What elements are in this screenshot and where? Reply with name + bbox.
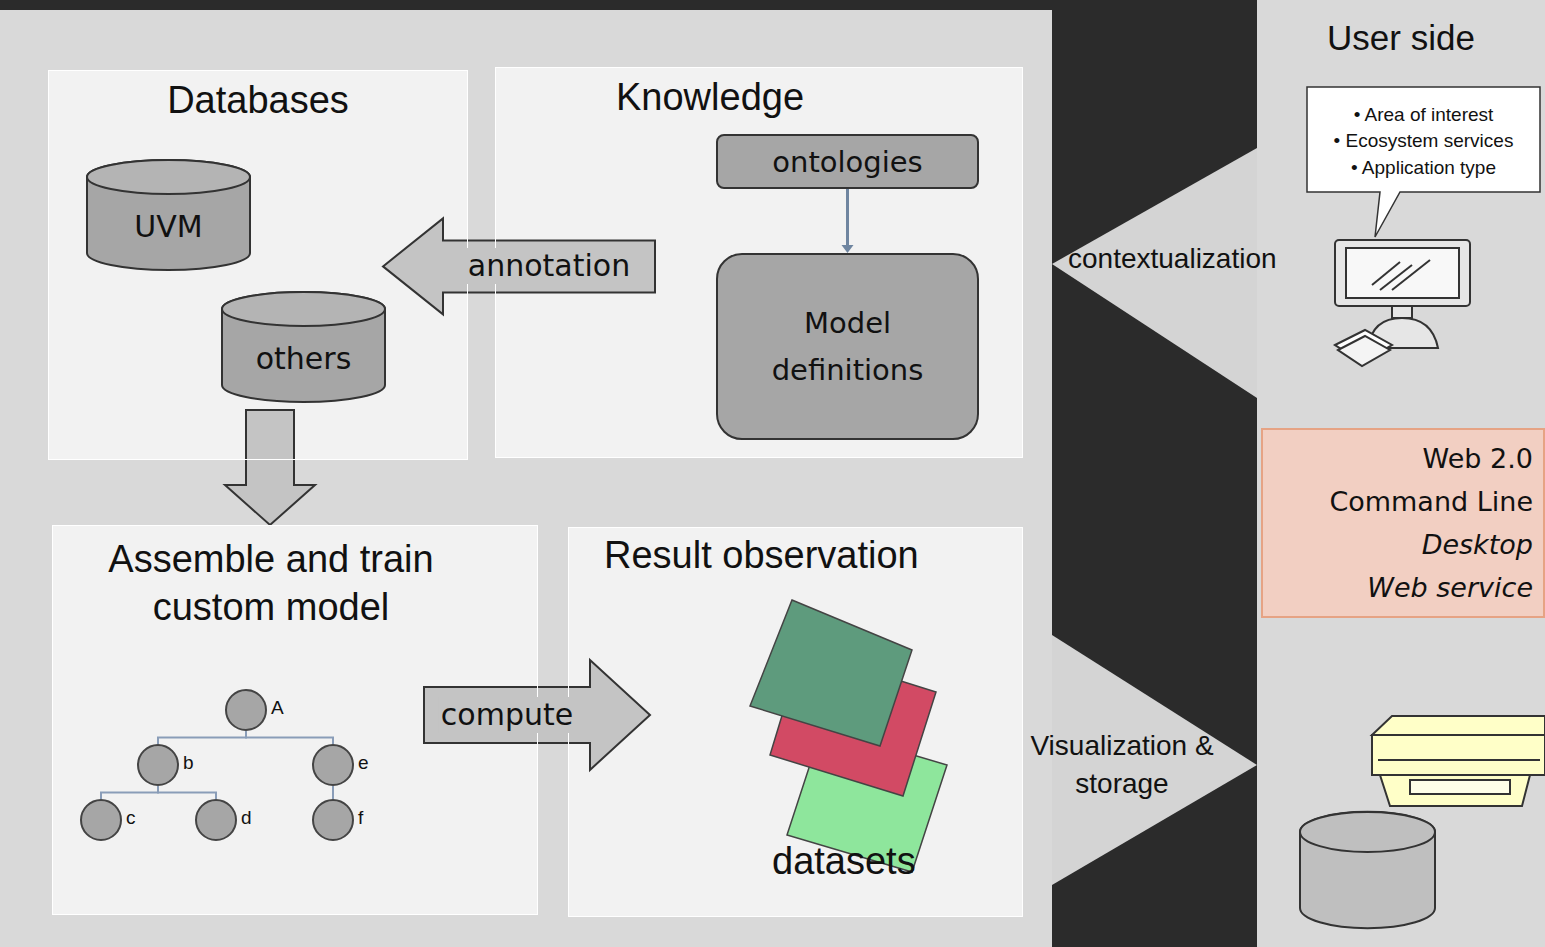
arrow-label: compute [439, 697, 575, 733]
block-arrow [225, 410, 315, 525]
cylinder-body [87, 160, 250, 270]
speech-bubble-text: • Area of interest• Ecosystem services• … [1307, 87, 1540, 192]
box-text: • Application type [1351, 155, 1496, 181]
node-letter: b [183, 752, 221, 774]
box-text: Web 2.0 [1423, 437, 1533, 480]
box-text: Command Line [1329, 480, 1533, 523]
panel-heading: Result observation [604, 534, 919, 577]
process-box: ontologies [716, 134, 979, 189]
arrow-shape [383, 218, 655, 314]
user-panel [1257, 0, 1545, 947]
tree-line [332, 786, 334, 799]
arrow-line [846, 189, 849, 247]
arrow-shape [225, 410, 315, 525]
main-panel [0, 10, 1052, 947]
database-cylinder: others [221, 291, 386, 403]
node-letter: A [271, 697, 309, 719]
storage-cylinder [1300, 812, 1435, 928]
node-letter: d [241, 807, 279, 829]
cylinder-body [222, 292, 385, 402]
panel-caption: datasets [772, 840, 916, 883]
cylinder-top [87, 160, 250, 194]
box-text: • Ecosystem services [1334, 128, 1514, 154]
tree-node: b [137, 744, 179, 786]
box-text: UVM [134, 209, 202, 244]
edge-label-holder: compute [439, 697, 575, 733]
flow-label: Visualization & storage [1022, 727, 1222, 803]
panel: Result observation datasets [568, 527, 1023, 917]
database-cylinder: UVM [86, 159, 251, 271]
user-side-panel: User side • Area of interest• Ecosystem s… [1257, 0, 1545, 947]
label-holder: Visualization & storage [1022, 727, 1222, 803]
box-text: ontologies [772, 145, 922, 179]
arrow-shape [424, 660, 650, 770]
box-text: Web service [1367, 566, 1533, 609]
panel: DatabasesUVM others [48, 70, 468, 460]
process-box: Model definitions [716, 253, 979, 440]
tree-node: e [312, 744, 354, 786]
flow-label: contextualization [1068, 243, 1308, 275]
tree-node: A [225, 689, 267, 731]
tree-line [101, 786, 158, 799]
arrow-head [842, 245, 854, 253]
panel-heading: Databases [167, 79, 349, 122]
node-letter: f [358, 807, 396, 829]
block-arrow [383, 218, 655, 314]
box-text: others [256, 341, 352, 376]
cylinder-top [222, 292, 385, 326]
tree-line [158, 731, 246, 744]
panel-heading: Knowledge [616, 76, 804, 119]
box-text: • Area of interest [1354, 102, 1494, 128]
link-arrow [842, 189, 854, 253]
box-text: Desktop [1422, 523, 1533, 566]
tree-line [158, 786, 216, 799]
tree-link [158, 731, 246, 744]
tree-node: f [312, 799, 354, 841]
dataset-layers [750, 600, 947, 872]
interface-box: Web 2.0Command LineDesktopWeb service [1261, 428, 1545, 618]
tree-link [101, 786, 158, 799]
label-holder: contextualization [1068, 243, 1308, 275]
edge-label-holder: annotation [466, 248, 632, 284]
tree-node: c [80, 799, 122, 841]
tree-node: d [195, 799, 237, 841]
printer-icon [1372, 716, 1545, 806]
computer-icon [1335, 240, 1470, 366]
tree-line [246, 731, 333, 744]
panel-heading: User side [1327, 18, 1475, 58]
node-letter: e [358, 752, 396, 774]
box-text: Model definitions [718, 300, 977, 393]
tree-link [333, 786, 334, 799]
tree-link [246, 731, 333, 744]
tree-link [158, 786, 216, 799]
speech-bubble [1307, 87, 1540, 237]
block-arrow [424, 660, 650, 770]
arrow-label: annotation [466, 248, 632, 284]
node-letter: c [126, 807, 164, 829]
panel-heading: Assemble and train custom model [71, 536, 471, 631]
